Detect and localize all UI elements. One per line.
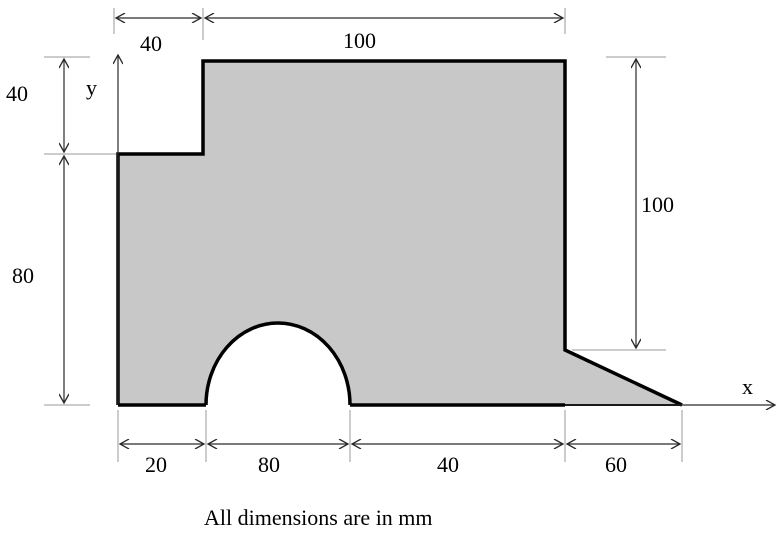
caption: All dimensions are in mm [204, 505, 433, 530]
dim-top-40-label: 40 [140, 31, 162, 56]
dim-bottom-40-label: 40 [437, 452, 459, 477]
y-axis-label: y [86, 75, 97, 100]
x-axis-label: x [742, 374, 753, 399]
dim-bottom-60-label: 60 [605, 452, 627, 477]
semicircle-cutout-outline [204, 321, 352, 406]
lamina-shape [118, 61, 682, 405]
dim-right-100-label: 100 [641, 192, 674, 217]
dim-bottom-20-label: 20 [145, 452, 167, 477]
dim-left-40-label: 40 [6, 81, 28, 106]
dim-left-80-label: 80 [12, 263, 34, 288]
dim-bottom-80-label: 80 [258, 452, 280, 477]
dim-top-100-label: 100 [343, 28, 376, 53]
